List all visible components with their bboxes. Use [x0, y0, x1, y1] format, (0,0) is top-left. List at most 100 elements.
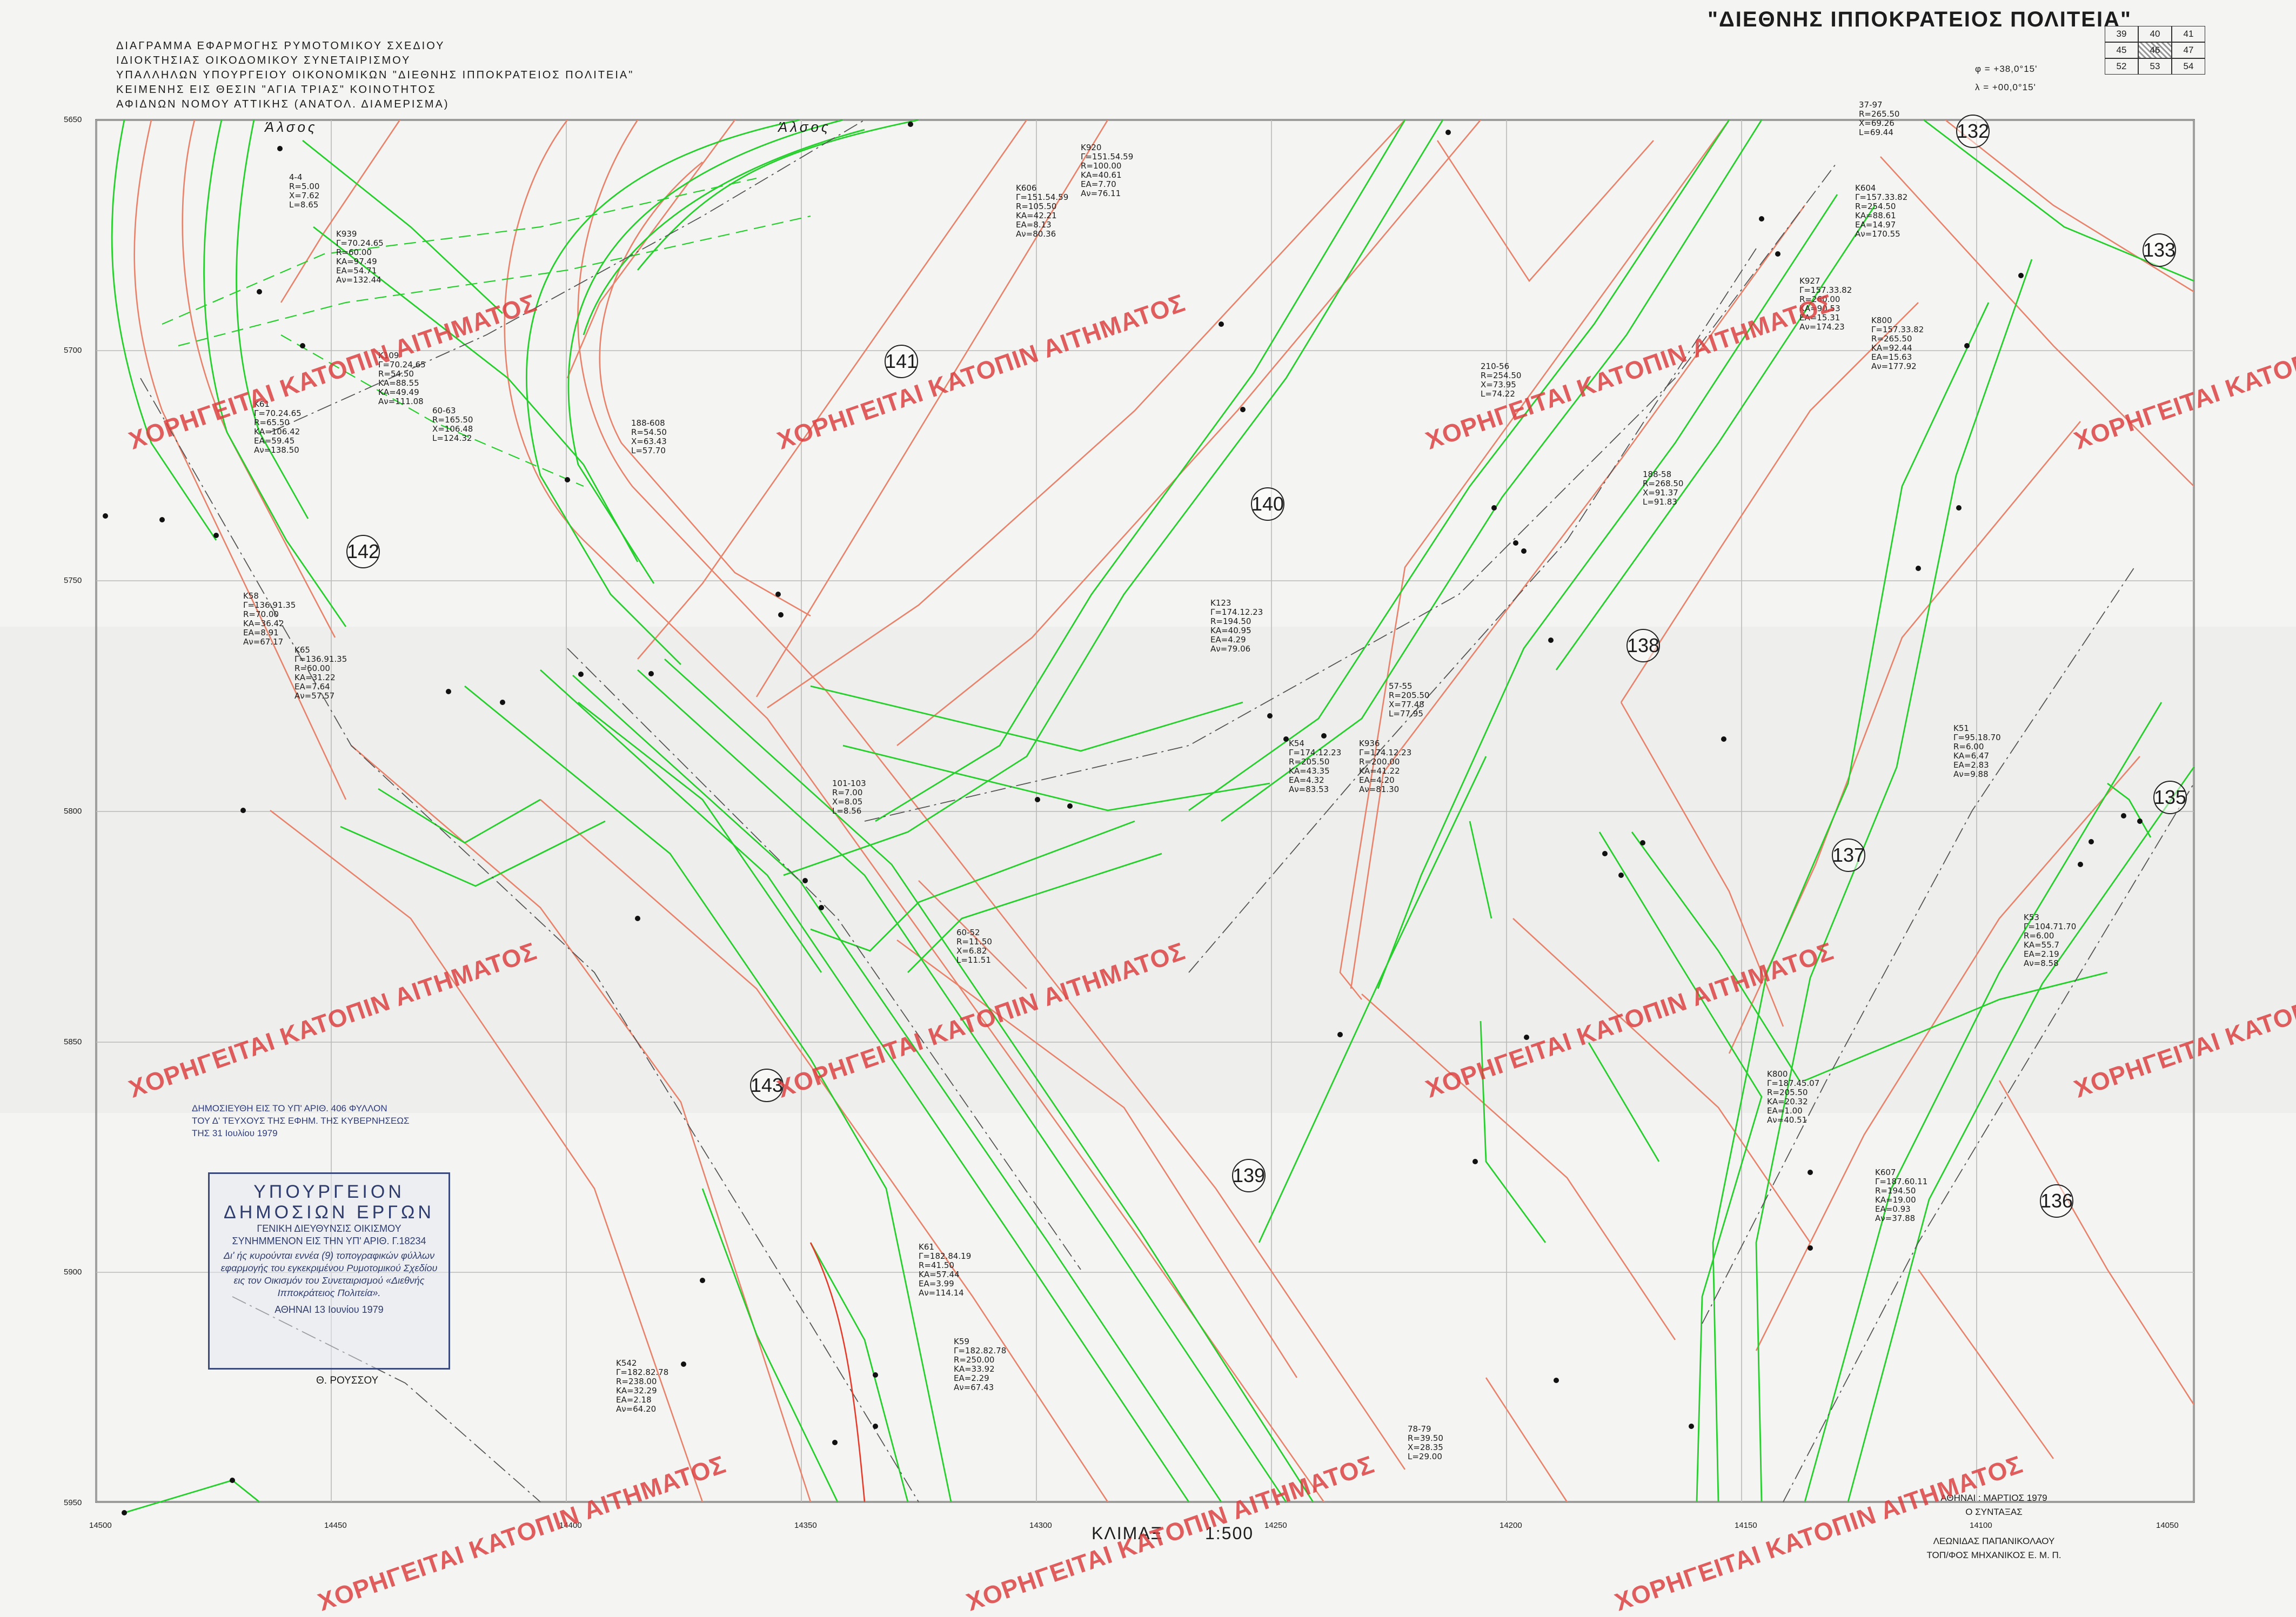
sheet-cell: 54: [2172, 58, 2205, 75]
survey-point: [873, 1424, 878, 1429]
curve-annotation: Κ61 Γ=70.24.65 R=65.50 ΚΑ=106.42 ΕΑ=59.4…: [254, 399, 302, 455]
curve-annotation: 188-608 R=54.50 Χ=63.43 L=57.70: [631, 418, 667, 455]
survey-point: [2121, 813, 2126, 818]
curve-annotation: 60-63 R=165.50 Χ=106.48 L=124.32: [432, 406, 473, 443]
grove-label: Άλσος: [265, 119, 318, 135]
survey-point: [1554, 1378, 1559, 1383]
curve-annotation: Κ53 Γ=104.71.70 R=6.00 ΚΑ=55.7 ΕΑ=2.19 Α…: [2024, 913, 2077, 968]
construction-lines: [162, 177, 811, 487]
curve-annotation: Κ54 Γ=174.12.23 R=205.50 ΚΑ=43.35 ΕΑ=4.3…: [1289, 739, 1342, 794]
survey-point: [1964, 343, 1970, 348]
sheet-index-grid: 39 40 41 45 46 47 52 53 54: [2105, 26, 2205, 75]
survey-point: [1618, 873, 1624, 878]
block-number: 143: [750, 1069, 784, 1102]
survey-point: [832, 1440, 838, 1445]
current-sheet-cell: 46: [2138, 42, 2172, 58]
curve-annotation: Κ123 Γ=174.12.23 R=194.50 ΚΑ=40.95 ΕΑ=4.…: [1210, 598, 1263, 654]
survey-point: [122, 1510, 127, 1515]
footer-author-title: Ο ΣΥΝΤΑΞΑΣ: [1965, 1507, 2023, 1517]
survey-point: [1491, 505, 1497, 511]
y-tick-label: 5800: [64, 807, 82, 816]
survey-point: [2078, 862, 2083, 867]
survey-point: [1602, 851, 1608, 856]
survey-point: [1283, 736, 1289, 742]
curve-annotation: Κ61 Γ=182.84.19 R=41.50 ΚΑ=57.44 ΕΑ=3.99…: [919, 1242, 972, 1298]
x-tick-label: 14200: [1500, 1521, 1522, 1530]
coordinate-grid: [96, 119, 2194, 1502]
survey-point: [1640, 840, 1645, 846]
survey-point: [565, 477, 570, 482]
survey-point: [500, 700, 505, 705]
block-number: 136: [2040, 1184, 2073, 1218]
curve-annotation: 210-56 R=254.50 Χ=73.95 L=74.22: [1481, 361, 1522, 399]
survey-point: [277, 146, 283, 151]
survey-point: [648, 671, 654, 676]
block-number: 135: [2153, 781, 2187, 814]
x-tick-label: 14450: [324, 1521, 347, 1530]
survey-point: [2018, 273, 2024, 278]
stamp-signature: Θ. ΡΟΥΣΣΟΥ: [316, 1375, 379, 1386]
description-line: ΥΠΑΛΛΗΛΩΝ ΥΠΟΥΡΓΕΙΟΥ ΟΙΚΟΝΟΜΙΚΩΝ "ΔΙΕΘΝΗ…: [116, 69, 634, 81]
property-boundaries: [133, 119, 2195, 1502]
y-tick-label: 5700: [64, 346, 82, 355]
survey-point: [2137, 818, 2143, 824]
scale-value: 1:500: [1205, 1524, 1254, 1543]
block-number: 133: [2143, 233, 2176, 267]
curve-annotation: 57-55 R=205.50 Χ=77.48 L=77.95: [1389, 681, 1430, 719]
curve-annotation: Κ65 Γ=136.91.35 R=60.00 ΚΑ=31.22 ΕΑ=7.64…: [294, 645, 347, 701]
sheet-cell: 53: [2138, 58, 2172, 75]
survey-point: [1321, 733, 1327, 739]
longitude-label: λ = +00,0°15': [1975, 82, 2036, 92]
sheet-cell: 52: [2105, 58, 2138, 75]
curve-annotation: Κ800 Γ=187.45.07 R=205.50 ΚΑ=20.32 ΕΑ=1.…: [1767, 1069, 1820, 1125]
latitude-label: φ = +38,0°15': [1975, 64, 2038, 74]
curve-annotation: 101-103 R=7.00 Χ=8.05 L=8.56: [832, 779, 866, 816]
curve-annotation: 78-79 R=39.50 Χ=28.35 L=29.00: [1408, 1424, 1443, 1461]
survey-point: [103, 513, 108, 519]
survey-point: [1916, 566, 1921, 571]
ministry-approval-stamp: ΥΠΟΥΡΓΕΙΟΝ ΔΗΜΟΣΙΩΝ ΕΡΓΩΝ ΓΕΝΙΚΗ ΔΙΕΥΘΥΝ…: [208, 1172, 450, 1370]
project-title: "ΔΙΕΘΝΗΣ ΙΠΠΟΚΡΑΤΕΙΟΣ ΠΟΛΙΤΕΙΑ": [1708, 8, 2132, 31]
survey-point: [873, 1372, 878, 1378]
curve-annotation: 188-58 R=268.50 Χ=91.37 L=91.83: [1643, 469, 1684, 507]
publication-line: ΔΗΜΟΣΙΕΥΘΗ ΕΙΣ ΤΟ ΥΠ' ΑΡΙΘ. 406 ΦΥΛΛΟΝ: [192, 1103, 387, 1113]
curve-annotation: Κ51 Γ=95.18.70 R=6.00 ΚΑ=6.47 ΕΑ=2.83 Αν…: [1953, 723, 2001, 779]
survey-point: [1808, 1245, 1813, 1251]
survey-point: [681, 1361, 686, 1367]
block-number: 132: [1956, 115, 1990, 148]
survey-point: [1759, 216, 1764, 222]
stamp-date: ΑΘΗΝΑΙ 13 Ιουνίου 1979: [275, 1304, 384, 1315]
survey-point: [635, 916, 640, 921]
curve-annotation: 60-52 R=11.50 Χ=6.82 L=11.51: [956, 928, 992, 965]
survey-point: [1067, 803, 1073, 809]
survey-point: [1956, 505, 1962, 511]
block-number: 139: [1232, 1159, 1266, 1192]
survey-point: [1808, 1170, 1813, 1175]
description-line: ΔΙΑΓΡΑΜΜΑ ΕΦΑΡΜΟΓΗΣ ΡΥΜΟΤΟΜΙΚΟΥ ΣΧΕΔΙΟΥ: [116, 40, 445, 52]
sheet-cell: 45: [2105, 42, 2138, 58]
survey-point: [1775, 251, 1780, 257]
curve-annotation: Κ542 Γ=182.82.78 R=238.00 ΚΑ=32.29 ΕΑ=2.…: [616, 1358, 669, 1414]
grove-label: Άλσος: [778, 119, 831, 135]
survey-point: [1472, 1159, 1478, 1164]
block-number: 138: [1626, 629, 1660, 662]
y-tick-label: 5850: [64, 1037, 82, 1046]
survey-point: [300, 343, 305, 348]
survey-point: [1267, 713, 1273, 719]
curve-annotation: Κ939 Γ=70.24.65 R=60.00 ΚΑ=97.49 ΕΑ=54.7…: [336, 229, 384, 285]
survey-point: [1337, 1032, 1343, 1037]
x-tick-label: 14300: [1029, 1521, 1052, 1530]
block-number: 142: [346, 535, 380, 568]
survey-point: [578, 672, 584, 677]
survey-point: [1548, 638, 1554, 643]
curve-annotation: Κ920 Γ=151.54.59 R=100.00 ΚΑ=40.61 ΕΑ=7.…: [1081, 143, 1134, 198]
footer-signature-block: ΑΘΗΝΑΙ : ΜΑΡΤΙΟΣ 1979 Ο ΣΥΝΤΑΞΑΣ ΛΕΩΝΙΔΑ…: [1913, 1491, 2075, 1562]
curve-annotation: Κ936 Γ=174.12.23 R=200.00 ΚΑ=41.22 ΕΑ=4.…: [1359, 739, 1412, 794]
survey-point: [240, 808, 246, 813]
block-number: 141: [885, 345, 918, 378]
stamp-text: Δι' ής κυρούνται εννέα (9) τοπογραφικών …: [220, 1250, 438, 1298]
survey-point: [1445, 130, 1451, 135]
survey-point: [230, 1478, 235, 1483]
y-tick-label: 5900: [64, 1267, 82, 1277]
survey-point: [159, 517, 165, 522]
